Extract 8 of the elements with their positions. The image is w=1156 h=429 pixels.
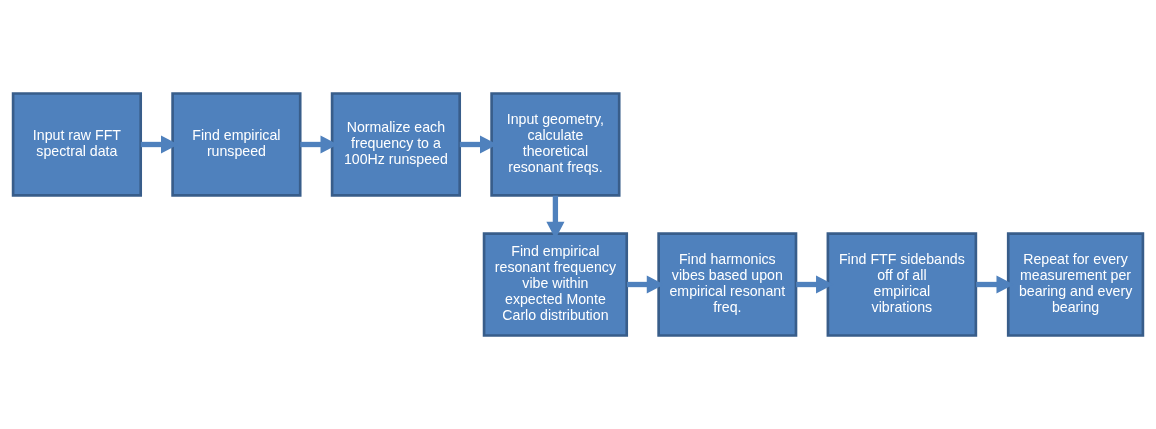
node-box: Find harmonics vibes based upon empirical resonant freq. (657, 232, 798, 337)
node-box: Find empirical resonant frequency vibe within expected Monte Carlo distribution (482, 232, 629, 337)
node-box: Input geometry, calculate theoretical resonant freqs. (490, 92, 621, 197)
node-box: Find empirical runspeed (171, 92, 302, 197)
node-box: Repeat for every measurement per bearing and every bearing (1006, 232, 1145, 337)
node-box: Input raw FFT spectral data (11, 92, 143, 197)
node-box: Normalize each frequency to a 100Hz runspeed (330, 92, 462, 197)
node-box: Find FTF sidebands off of all empirical vibrations (826, 232, 978, 337)
